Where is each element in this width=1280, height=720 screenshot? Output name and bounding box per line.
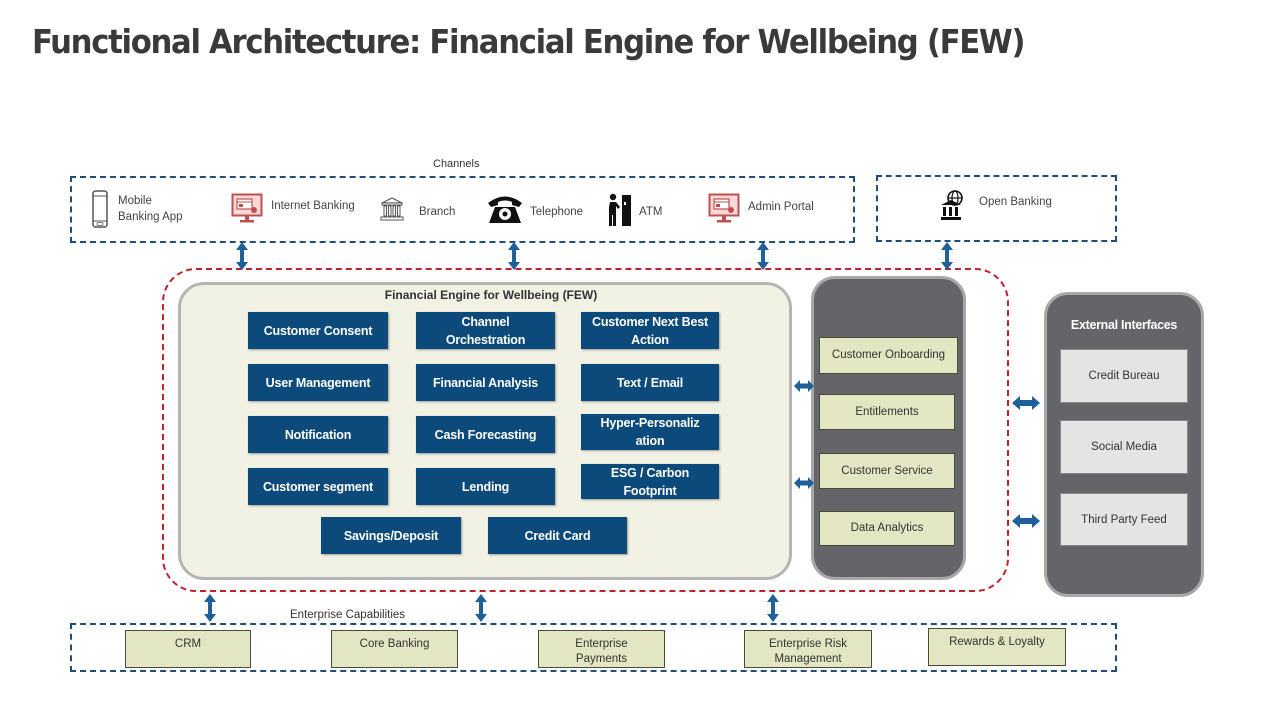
atm-user-icon — [609, 193, 631, 226]
module-channel-orchestration[interactable]: Channel Orchestration — [416, 312, 555, 349]
service-arrow — [794, 380, 814, 392]
enterprise-arrow — [204, 594, 216, 622]
enterprise-core-banking[interactable]: Core Banking — [331, 630, 458, 668]
external-social-media[interactable]: Social Media — [1060, 420, 1188, 474]
module-lending[interactable]: Lending — [416, 468, 555, 505]
channel-arrow — [757, 242, 769, 270]
bank-building-icon — [380, 197, 404, 221]
module-label: Hyper-Personalization — [600, 416, 700, 448]
channel-label: Internet Banking — [271, 200, 355, 212]
bank-globe-icon — [941, 190, 963, 220]
channel-label-line2: Banking App — [118, 211, 183, 223]
enterprise-payments[interactable]: Enterprise Payments — [538, 630, 665, 668]
open-banking-group — [876, 175, 1117, 242]
service-arrow — [794, 477, 814, 489]
channel-arrow — [236, 242, 248, 270]
enterprise-capabilities-label: Enterprise Capabilities — [290, 609, 406, 621]
module-customer-consent[interactable]: Customer Consent — [248, 312, 388, 349]
desktop-monitor-icon — [231, 193, 263, 223]
enterprise-rewards-loyalty[interactable]: Rewards & Loyalty — [928, 628, 1066, 666]
enterprise-risk-management[interactable]: Enterprise Risk Management — [744, 630, 872, 668]
page-title: Functional Architecture: Financial Engin… — [32, 22, 1025, 61]
external-arrow — [1012, 396, 1040, 410]
module-label: ESG / Carbon Footprint — [610, 465, 690, 498]
channel-label: Open Banking — [979, 196, 1052, 208]
channel-branch[interactable]: Branch — [380, 197, 455, 221]
module-customer-segment[interactable]: Customer segment — [248, 468, 388, 505]
external-credit-bureau[interactable]: Credit Bureau — [1060, 349, 1188, 403]
mobile-phone-icon — [92, 190, 108, 228]
service-data-analytics[interactable]: Data Analytics — [819, 511, 955, 546]
service-customer-onboarding[interactable]: Customer Onboarding — [819, 337, 958, 374]
enterprise-arrow — [767, 594, 779, 622]
channel-arrow — [508, 242, 520, 270]
channel-label: Branch — [419, 205, 456, 218]
enterprise-group — [70, 623, 1117, 672]
external-arrow — [1012, 514, 1040, 528]
channels-group — [70, 176, 855, 243]
service-entitlements[interactable]: Entitlements — [819, 394, 955, 430]
external-third-party-feed[interactable]: Third Party Feed — [1060, 493, 1188, 546]
service-customer-service[interactable]: Customer Service — [819, 453, 955, 489]
module-savings-deposit[interactable]: Savings/Deposit — [321, 517, 461, 554]
enterprise-label: Enterprise Risk Management — [769, 638, 847, 665]
channel-internet-banking[interactable]: Internet Banking — [231, 193, 355, 225]
channel-label: ATM — [639, 206, 663, 218]
module-esg-carbon-footprint[interactable]: ESG / Carbon Footprint — [581, 464, 719, 499]
channel-open-banking[interactable]: Open Banking — [940, 190, 1052, 220]
desktop-monitor-icon — [708, 193, 740, 223]
few-title: Financial Engine for Wellbeing (FEW) — [384, 288, 598, 302]
module-notification[interactable]: Notification — [248, 416, 388, 453]
module-credit-card[interactable]: Credit Card — [488, 517, 627, 554]
engine-boundary — [162, 268, 1009, 592]
enterprise-arrow — [475, 594, 487, 622]
module-customer-next-best-action[interactable]: Customer Next Best Action — [581, 312, 719, 349]
channel-mobile-banking-app[interactable]: Mobile Banking App — [92, 190, 183, 228]
channel-telephone[interactable]: Telephone — [486, 194, 583, 224]
module-user-management[interactable]: User Management — [248, 364, 388, 401]
channel-admin-portal[interactable]: Admin Portal — [708, 193, 814, 225]
module-cash-forecasting[interactable]: Cash Forecasting — [416, 416, 555, 453]
channel-label: Admin Portal — [748, 201, 814, 213]
channel-label-line1: Mobile — [118, 195, 152, 207]
module-hyper-personalization[interactable]: Hyper-Personalization — [581, 414, 719, 450]
enterprise-label: Enterprise Payments — [575, 638, 628, 665]
channel-label: Telephone — [530, 206, 584, 218]
channels-label: Channels — [433, 158, 480, 170]
module-financial-analysis[interactable]: Financial Analysis — [416, 364, 555, 401]
channel-atm[interactable]: ATM — [608, 193, 662, 227]
enterprise-crm[interactable]: CRM — [125, 630, 251, 668]
module-text-email[interactable]: Text / Email — [581, 364, 719, 401]
module-label: Channel Orchestration — [445, 314, 526, 347]
rotary-telephone-icon — [488, 196, 522, 223]
module-label: Customer Next Best Action — [592, 314, 708, 347]
external-interfaces-title: External Interfaces — [1070, 318, 1178, 332]
open-banking-arrow — [941, 242, 953, 270]
